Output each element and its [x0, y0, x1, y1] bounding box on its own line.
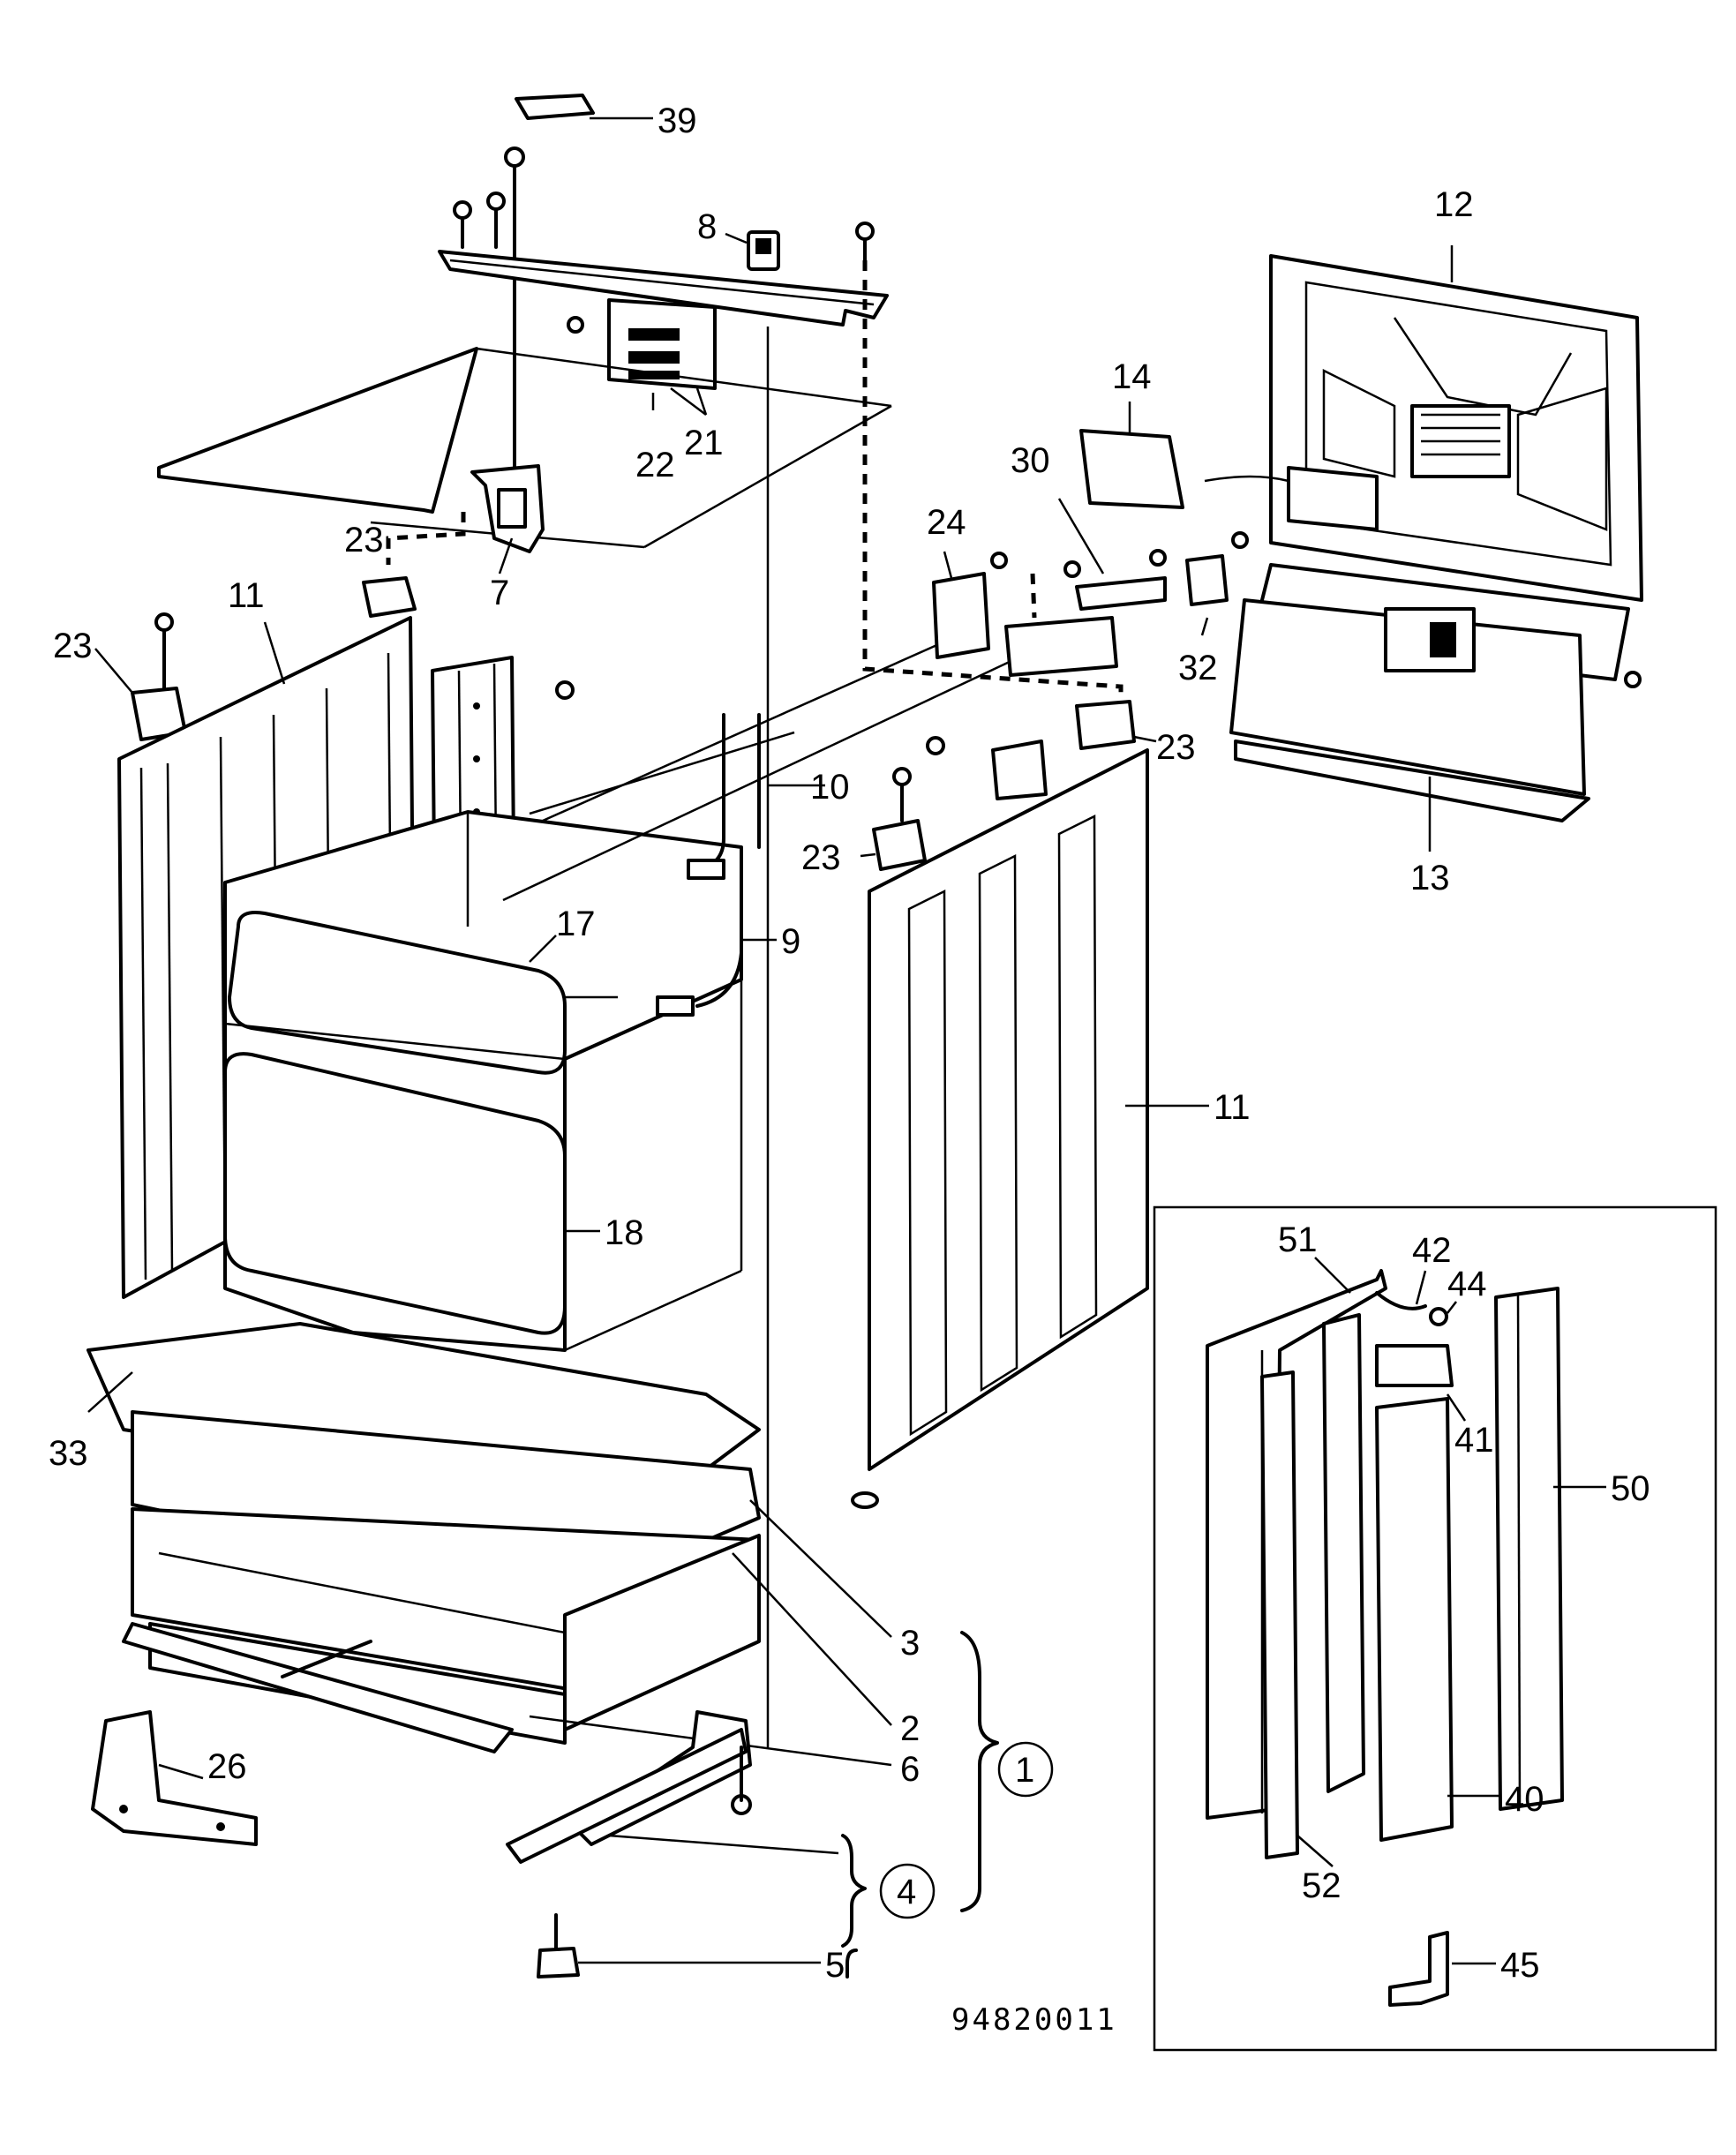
- callout-8: 8: [697, 207, 717, 246]
- callout-11-right: 11: [1214, 1088, 1251, 1127]
- right-side-panel: [868, 736, 1209, 1471]
- callout-50: 50: [1611, 1469, 1650, 1508]
- part-24: [932, 551, 1008, 659]
- callout-26: 26: [207, 1747, 247, 1786]
- callout-10: 10: [810, 768, 850, 807]
- top-bracket-rail: [438, 250, 889, 1747]
- callout-32: 32: [1178, 649, 1218, 687]
- door-seal-lower: [223, 1052, 600, 1335]
- base-frame: [86, 1322, 892, 1767]
- bracket-7: [470, 464, 545, 574]
- callout-51: 51: [1278, 1220, 1318, 1259]
- callout-40: 40: [1505, 1780, 1544, 1819]
- hinge-clip: [94, 576, 1157, 871]
- switch-part: [725, 230, 780, 271]
- callout-45: 45: [1500, 1946, 1540, 1985]
- callout-7: 7: [490, 574, 509, 612]
- callout-18: 18: [605, 1213, 644, 1252]
- rear-foot-support: [506, 1710, 839, 1979]
- bracket-30: [1004, 498, 1167, 677]
- circled-callout-4: 4: [879, 1863, 936, 1919]
- connector-block: [567, 298, 717, 416]
- callout-23-c: 23: [1156, 728, 1196, 767]
- circled-callout-1-label: 1: [1015, 1751, 1034, 1790]
- callout-13: 13: [1410, 859, 1450, 897]
- callout-11-left: 11: [228, 576, 265, 615]
- callout-2: 2: [900, 1709, 920, 1748]
- callout-21: 21: [684, 424, 724, 462]
- bracket-14: [1079, 402, 1289, 509]
- back-panel: [1269, 245, 1643, 602]
- callout-39: 39: [658, 101, 697, 140]
- callout-6: 6: [900, 1750, 920, 1789]
- callout-22: 22: [635, 446, 675, 484]
- foot-bracket: [91, 1710, 258, 1846]
- callout-52: 52: [1302, 1866, 1341, 1905]
- callout-33: 33: [49, 1434, 88, 1473]
- part-32: [1149, 531, 1249, 636]
- top-screws: [453, 146, 875, 469]
- inset-detail-box: [1153, 1205, 1717, 2052]
- callout-23-a: 23: [344, 521, 384, 559]
- callout-12: 12: [1434, 185, 1474, 224]
- callout-44: 44: [1447, 1265, 1487, 1303]
- callout-14: 14: [1112, 357, 1152, 396]
- callout-24: 24: [927, 503, 966, 542]
- callout-5: 5: [825, 1946, 845, 1985]
- heating-tube: [656, 713, 825, 1017]
- base-panel: [1229, 563, 1642, 852]
- callout-30: 30: [1011, 441, 1050, 480]
- callout-23-d: 23: [801, 838, 841, 877]
- diagram-reference-code: 94820011: [951, 2002, 1117, 2038]
- callout-3: 3: [900, 1624, 920, 1663]
- callout-17: 17: [556, 905, 596, 943]
- callout-23-b: 23: [53, 627, 93, 665]
- callout-41: 41: [1454, 1421, 1494, 1460]
- base-rail: [122, 1622, 514, 1753]
- cover-cap-part: [515, 94, 653, 120]
- door-seal-upper: [228, 911, 618, 1075]
- circled-callout-4-label: 4: [897, 1873, 916, 1911]
- callout-42: 42: [1412, 1231, 1452, 1270]
- callout-9: 9: [781, 922, 800, 961]
- top-glass-sheet: [157, 347, 892, 549]
- circled-callout-1: 1: [997, 1741, 1054, 1798]
- oven-cavity: [223, 731, 795, 1352]
